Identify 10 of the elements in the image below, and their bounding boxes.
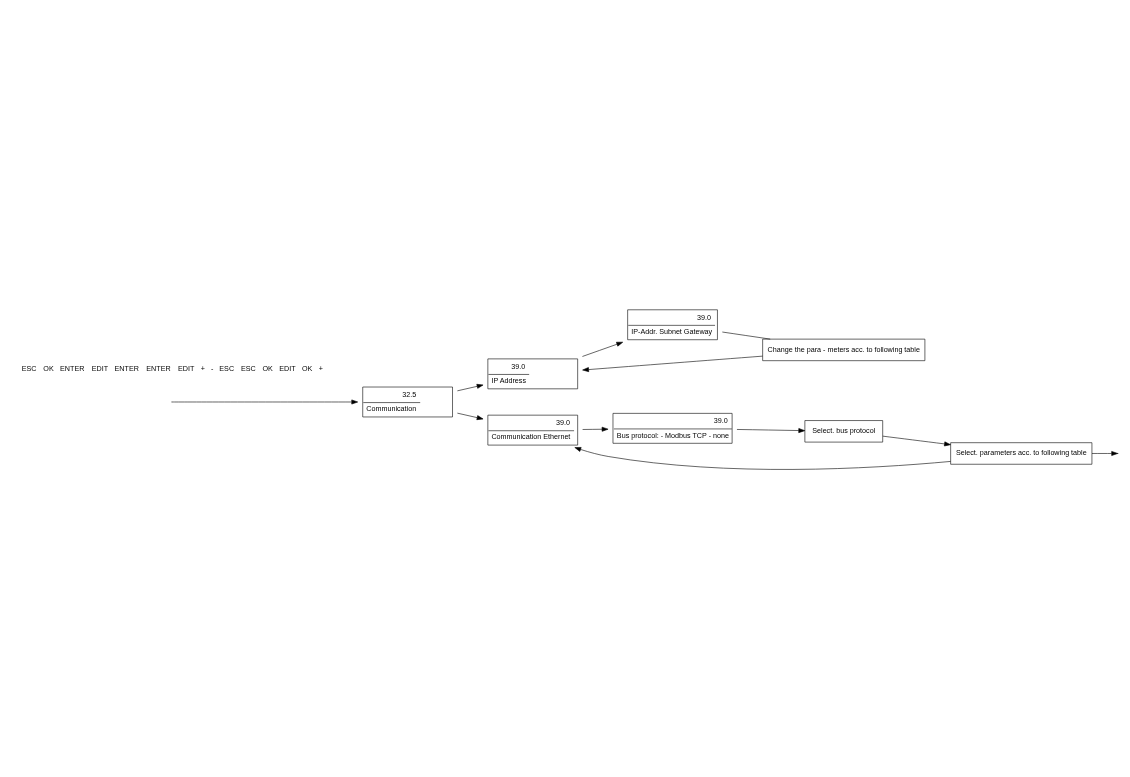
- arrow: [457, 383, 484, 392]
- arrow: [457, 412, 484, 420]
- arrow: [582, 355, 763, 372]
- connector: [722, 331, 771, 340]
- arrow: [882, 435, 951, 447]
- arrow: [172, 399, 358, 405]
- arrow: [574, 447, 951, 470]
- arrow: [582, 426, 609, 432]
- arrow: [736, 428, 806, 433]
- arrow: [582, 341, 624, 357]
